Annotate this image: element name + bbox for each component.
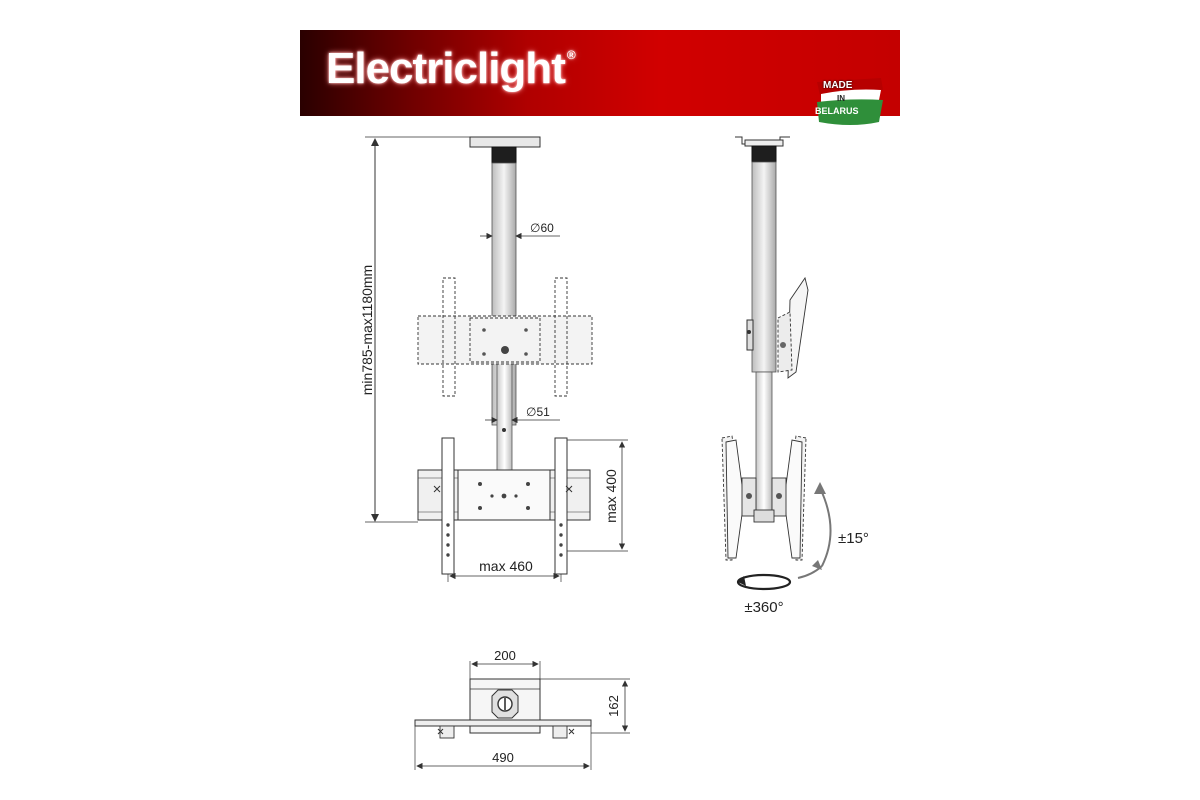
lower-tube-diameter-label: ∅51 [526, 405, 550, 419]
total-width-label: 490 [492, 750, 514, 765]
upper-tube-diameter-label: ∅60 [530, 221, 554, 235]
badge-belarus: BELARUS [815, 106, 859, 116]
max-vertical-label: max 400 [603, 469, 619, 523]
badge-made: MADE [823, 80, 853, 91]
plate-width-label: 200 [494, 648, 516, 663]
badge-in: IN [837, 94, 845, 103]
top-view [414, 660, 630, 770]
brand-logo: Electriclight® [326, 44, 576, 94]
brand-name: Electriclight [326, 44, 566, 93]
front-view [365, 136, 628, 582]
height-range-label: min785-max1180mm [359, 265, 375, 395]
rotation-angle-label: ±360° [744, 599, 783, 616]
header-banner: Electriclight® MADE IN BELARUS [300, 30, 900, 125]
side-view [721, 136, 832, 591]
max-width-label: max 460 [479, 558, 533, 574]
tilt-angle-label: ±15° [838, 530, 869, 547]
registered-mark: ® [566, 48, 576, 62]
badge-shape-icon [817, 78, 883, 125]
made-in-belarus-badge: MADE IN BELARUS [815, 76, 885, 130]
plate-height-label: 162 [606, 695, 621, 717]
